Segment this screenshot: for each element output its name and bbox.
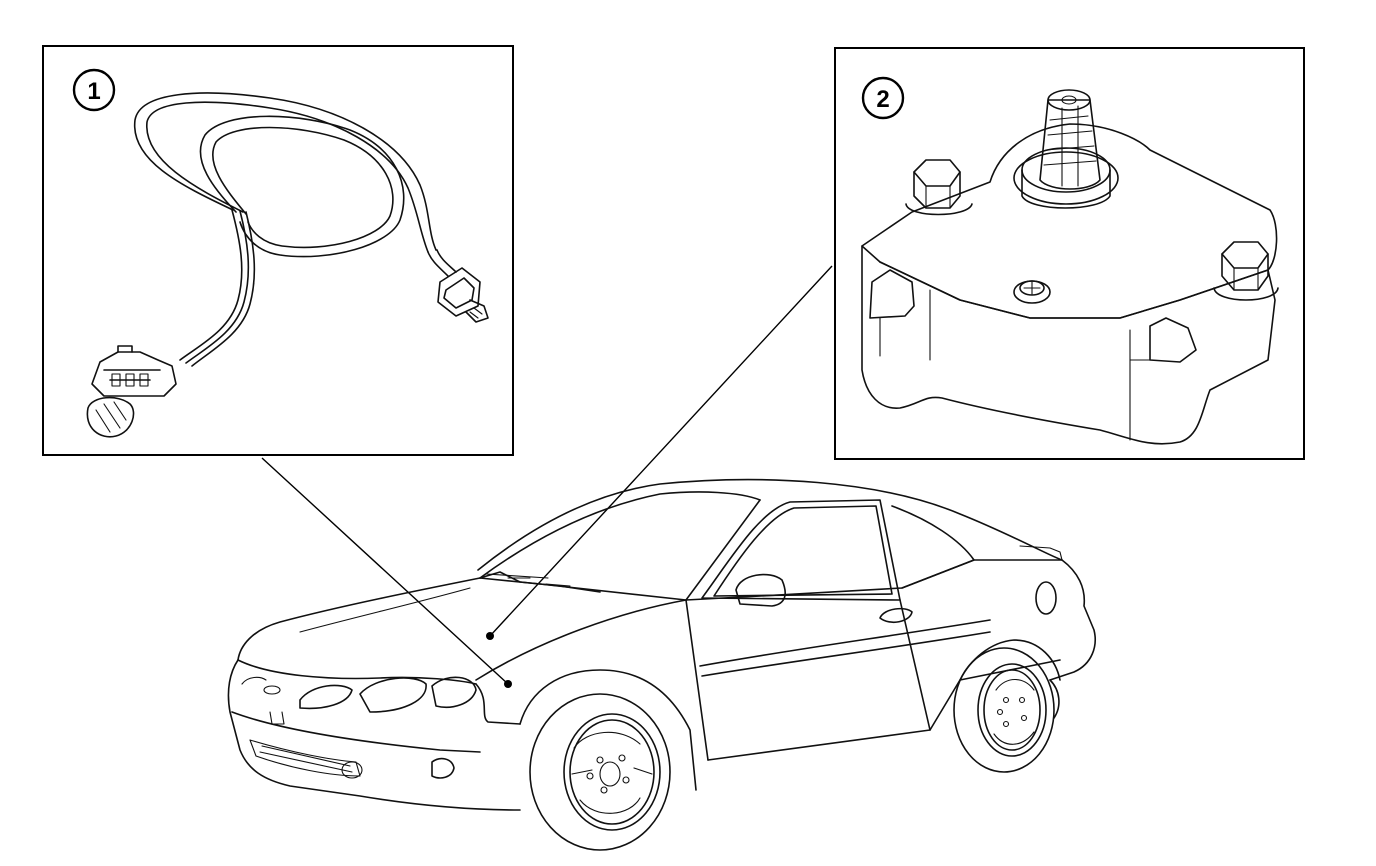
- sensor-element: [437, 267, 489, 323]
- callout-badge-2: 2: [861, 76, 905, 120]
- wire-harness: [133, 92, 457, 367]
- detail-panel-1-frame: [42, 45, 514, 456]
- leader-lines: [261, 265, 833, 688]
- hex-bolt-right: [1213, 241, 1279, 301]
- detail-panel-2: 2: [834, 47, 1305, 460]
- detail-panel-2-frame: [834, 47, 1305, 460]
- sensor-housing: [861, 123, 1278, 445]
- location-marker-2: [486, 632, 494, 640]
- threaded-stud: [1013, 89, 1119, 209]
- detail-panel-1: 1: [42, 45, 514, 456]
- callout-number-1: 1: [87, 78, 100, 105]
- center-screw: [1013, 280, 1051, 304]
- hex-bolt-left: [905, 159, 973, 216]
- harness-connector: [86, 345, 177, 438]
- callout-badge-1: 1: [72, 68, 116, 112]
- leader-line-1: [261, 457, 509, 685]
- leader-line-2: [489, 265, 833, 637]
- location-marker-1: [504, 680, 512, 688]
- vehicle-illustration: [227, 478, 1096, 851]
- callout-number-2: 2: [876, 86, 889, 113]
